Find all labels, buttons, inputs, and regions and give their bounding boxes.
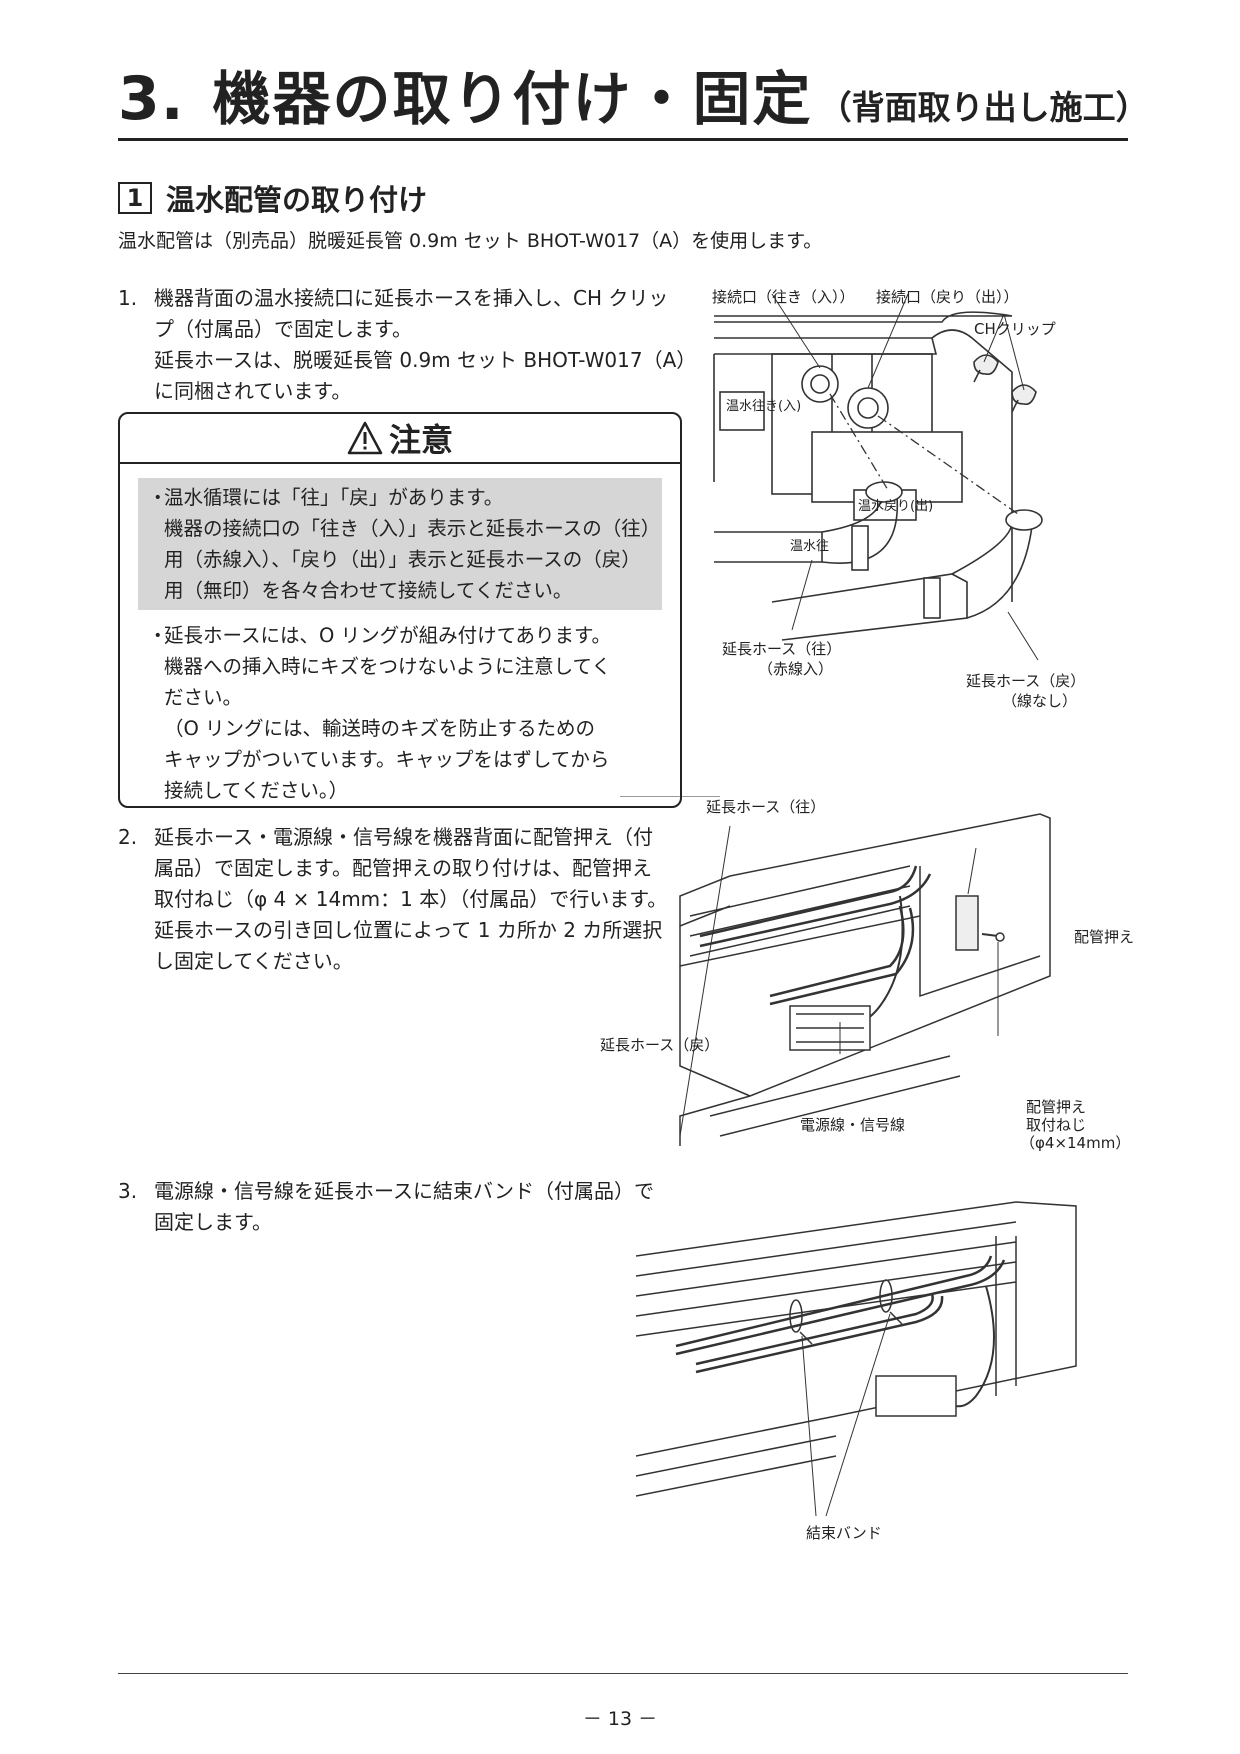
caution-line: 温水循環には「往」「戻」があります。 (164, 486, 504, 509)
label-wires: 電源線・信号線 (800, 1116, 906, 1134)
step-1: 1. 機器背面の温水接続口に延長ホースを挿入し、CH クリッ プ（付属品）で固定… (118, 283, 697, 407)
chapter-heading: 機器の取り付け・固定 (212, 65, 813, 133)
caution-item: ・ 温水循環には「往」「戻」があります。 機器の接続口の「往き（入）」表示と延長… (148, 482, 660, 606)
section-intro: 温水配管は（別売品）脱暖延長管 0.9m セット BHOT-W017（A）を使用… (118, 230, 823, 252)
label-hose-return: 延長ホース（戻） (966, 672, 1086, 690)
caution-box: 注意 ・ 温水循環には「往」「戻」があります。 機器の接続口の「往き（入）」表示… (118, 412, 682, 808)
step-number: 1. (118, 286, 138, 310)
caution-line: 接続してください。） (164, 779, 349, 802)
caution-line: 機器の接続口の「往き（入）」表示と延長ホースの（往） (164, 517, 661, 540)
hose-connection-illustration: 温水往き(入) 温水戻り(出) 温水往 (713, 293, 1043, 661)
step-line: プ（付属品）で固定します。 (154, 317, 412, 341)
step-line: 延長ホースは、脱暖延長管 0.9m セット BHOT-W017（A） (154, 348, 697, 372)
tag-return: 温水戻り(出) (858, 499, 933, 514)
footer-rule (118, 1673, 1128, 1674)
label-ch-clip: CHクリップ (974, 320, 1056, 338)
label-hose-supply-note: （赤線入） (758, 660, 834, 678)
step-line: 属品）で固定します。配管押えの取り付けは、配管押え (154, 856, 652, 880)
caution-line: 用（赤線入）、「戻り（出）」表示と延長ホースの（戻） (164, 548, 641, 571)
step-line: 取付ねじ（φ 4 × 14mm：1 本）（付属品）で行います。 (154, 887, 668, 911)
label-binding-band: 結束バンド (806, 1524, 882, 1542)
caution-line: 機器への挿入時にキズをつけないように注意してく (164, 655, 611, 678)
caution-line: キャップがついています。キャップをはずしてから (164, 748, 610, 771)
step-number: 3. (118, 1179, 138, 1203)
step-line: し固定してください。 (154, 949, 353, 973)
label-hose-return: 延長ホース（戻） (600, 1036, 720, 1054)
step-line: 固定します。 (154, 1210, 272, 1234)
binding-band-illustration (635, 1201, 1077, 1517)
page-number: － 13 － (582, 1708, 658, 1730)
warning-triangle-icon (347, 421, 383, 455)
bullet: ・ (148, 624, 168, 647)
caution-highlight (138, 478, 662, 610)
label-outlet: 接続口（戻り（出）） (876, 288, 1019, 306)
step-line: 延長ホース・電源線・信号線を機器背面に配管押え（付 (154, 825, 653, 849)
caution-line: ださい。 (164, 686, 243, 709)
label-hose-return-note: （線なし） (1002, 692, 1078, 710)
step-number: 2. (118, 825, 138, 849)
chapter-number: 3. (118, 64, 185, 134)
label-screw-3: （φ4×14mm） (1020, 1134, 1131, 1152)
step-3: 3. 電源線・信号線を延長ホースに結束バンド（付属品）で 固定します。 (118, 1176, 688, 1238)
figure-clamp-fixing: 延長ホース（往） 延長ホース（戻） 配管押え 配管押え 取付ねじ （φ4×14m… (600, 795, 1140, 1176)
chapter-subtitle: （背面取り出し施工） (818, 88, 1149, 127)
clamp-fixing-illustration (620, 795, 1051, 1146)
label-hose-supply: 延長ホース（往） (706, 798, 826, 816)
caution-line: （O リングには、輸送時のキズを防止するための (164, 717, 596, 740)
caution-line: 用（無印）を各々合わせて接続してください。 (164, 579, 573, 602)
label-inlet: 接続口（往き（入）） (712, 288, 855, 306)
title-underline (118, 138, 1128, 141)
chapter-title: 3. 機器の取り付け・固定（背面取り出し施工） (118, 52, 1149, 142)
section-number-box: 1 (118, 182, 152, 214)
step-line: に同梱されています。 (154, 379, 352, 403)
caution-title: 注意 (388, 421, 453, 459)
figure-hose-connection: 温水往き(入) 温水戻り(出) 温水往 接続口（往き（入）） 接続口（戻り（出）… (712, 282, 1085, 710)
step-2: 2. 延長ホース・電源線・信号線を機器背面に配管押え（付 属品）で固定します。配… (118, 822, 688, 977)
step-line: 機器背面の温水接続口に延長ホースを挿入し、CH クリッ (154, 286, 669, 310)
step-line: 延長ホースの引き回し位置によって 1 カ所か 2 カ所選択 (154, 918, 663, 942)
tag-supply: 温水往き(入) (726, 399, 801, 414)
label-hose-supply: 延長ホース（往） (722, 640, 842, 658)
section-heading: 1 温水配管の取り付け (118, 178, 427, 218)
caution-header: 注意 (120, 414, 680, 464)
caution-item: ・ 延長ホースには、O リングが組み付けてあります。 機器への挿入時にキズをつけ… (148, 620, 611, 806)
section-title: 温水配管の取り付け (166, 183, 428, 217)
label-screw-2: 取付ねじ (1026, 1116, 1087, 1134)
figure-binding-band: 結束バンド (635, 1196, 1096, 1546)
hose-print: 温水往 (790, 539, 829, 554)
bullet: ・ (148, 486, 168, 509)
caution-line: 延長ホースには、O リングが組み付けてあります。 (164, 624, 612, 647)
label-clamp: 配管押え (1074, 928, 1135, 946)
step-line: 電源線・信号線を延長ホースに結束バンド（付属品）で (154, 1179, 654, 1203)
label-screw-1: 配管押え (1026, 1098, 1087, 1116)
